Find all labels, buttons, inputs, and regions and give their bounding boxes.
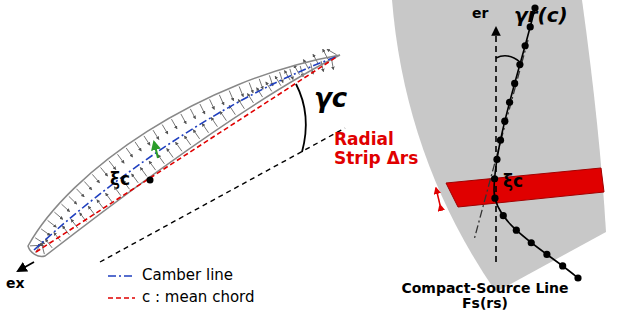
normal-arrow — [149, 161, 155, 170]
normal-arrow — [45, 239, 52, 248]
line-label: Compact-Source Line Fs(rs) — [400, 281, 570, 312]
axis-label: ex — [6, 276, 25, 291]
normal-arrow — [176, 142, 182, 151]
normal-arrow — [162, 125, 168, 134]
normal-arrow — [117, 154, 124, 163]
normal-arrow — [210, 99, 215, 109]
normal-arrow — [84, 181, 91, 189]
point-label: ξc — [503, 172, 523, 191]
axis-label: er — [472, 6, 488, 21]
normal-arrow — [167, 149, 173, 158]
legend-sample-camber — [108, 275, 135, 277]
point-label: ξc — [110, 170, 130, 189]
radial-axis — [495, 28, 497, 262]
normal-arrow — [202, 124, 208, 133]
normal-arrow — [229, 91, 233, 101]
normal-arrow — [259, 79, 263, 89]
normal-arrow — [97, 200, 104, 209]
normal-arrow — [88, 206, 95, 215]
normal-arrow — [144, 136, 150, 145]
source-dot — [513, 227, 520, 234]
source-dot — [522, 42, 529, 49]
legend-entry: Camber line — [142, 266, 233, 284]
source-dot — [516, 61, 523, 68]
source-dot — [574, 274, 581, 281]
x-axis-arrow — [18, 262, 34, 271]
source-dot — [500, 212, 507, 219]
normal-arrow — [327, 49, 337, 55]
reference-axis — [100, 128, 345, 262]
source-dot — [543, 251, 550, 258]
source-dot — [491, 195, 498, 202]
compact-source-line — [494, 8, 578, 278]
strip-width-arrow — [436, 188, 440, 205]
normal-arrow — [290, 69, 293, 80]
normal-arrow — [249, 83, 253, 93]
normal-arrow — [54, 212, 62, 219]
normal-arrow — [48, 220, 57, 227]
normal-arrow — [211, 118, 217, 127]
normal-arrow — [126, 148, 132, 157]
normal-arrow — [190, 109, 195, 119]
surface-normals — [30, 49, 337, 254]
normal-arrow — [239, 86, 243, 96]
normal-arrow — [109, 161, 116, 170]
normal-arrow — [266, 82, 272, 91]
source-dot — [491, 175, 498, 182]
normal-arrow — [61, 204, 69, 211]
normal-arrow — [101, 167, 108, 176]
source-dot — [506, 99, 513, 106]
source-points — [491, 4, 582, 281]
normal-arrow — [184, 136, 190, 145]
normal-arrow — [92, 174, 99, 182]
normal-arrow — [69, 196, 77, 204]
strip-label: Radial Strip Δrs — [334, 130, 430, 167]
blade-surface — [392, 0, 606, 292]
mean-chord — [36, 56, 338, 252]
normal-arrow — [200, 104, 205, 114]
local-tangent — [474, 40, 528, 240]
normal-arrow — [132, 174, 139, 183]
source-point — [147, 177, 154, 184]
normal-arrow — [76, 189, 84, 197]
normal-arrow — [35, 238, 44, 244]
source-dot — [559, 262, 566, 269]
source-dot — [493, 156, 500, 163]
source-dot — [497, 137, 504, 144]
source-dot — [528, 239, 535, 246]
angle-label: γr(c) — [514, 4, 568, 26]
normal-arrow — [135, 142, 141, 151]
normal-arrow — [220, 112, 226, 121]
normal-arrow — [71, 219, 78, 228]
normal-arrow — [158, 155, 164, 164]
normal-arrow — [171, 119, 176, 129]
normal-arrow — [219, 95, 224, 105]
legend-entry: c : mean chord — [142, 288, 255, 306]
normal-arrow — [140, 168, 146, 177]
radial-strip — [446, 168, 604, 207]
normal-arrow — [193, 130, 199, 139]
normal-arrow — [181, 114, 186, 124]
source-dot — [501, 118, 508, 125]
normal-arrow — [153, 130, 159, 139]
source-dot — [511, 80, 518, 87]
normal-arrow — [42, 243, 45, 254]
normal-vector — [154, 142, 158, 158]
angle-label: γc — [314, 84, 347, 113]
normal-arrow — [41, 229, 50, 235]
angle-arc-radial — [496, 56, 520, 62]
normal-arrow — [106, 193, 113, 202]
angle-arc — [296, 84, 306, 152]
legend-sample-chord — [108, 297, 135, 299]
